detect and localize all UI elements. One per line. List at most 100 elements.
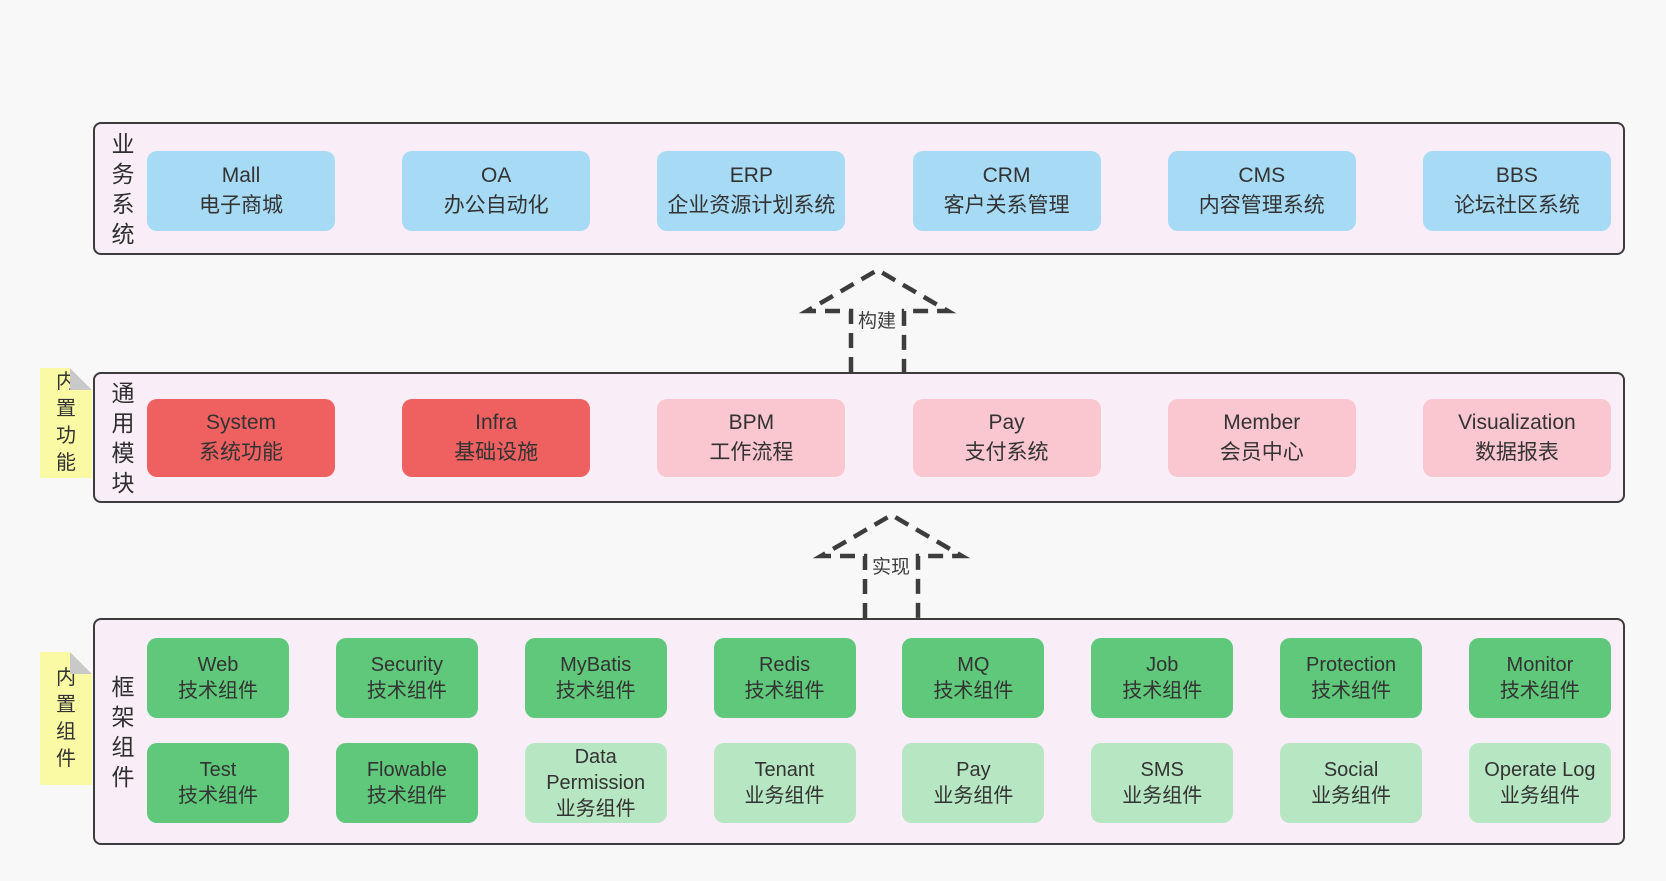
box-title: Mall <box>221 164 261 187</box>
box-erp: ERP 企业资源计划系统 <box>657 151 846 231</box>
box-subtitle: 技术组件 <box>1499 680 1580 702</box>
layer-label: 框 架 组 件 <box>111 673 135 790</box>
box-pay-biz: Pay 业务组件 <box>902 743 1045 823</box>
box-member: Member 会员中心 <box>1167 399 1356 477</box>
box-title: CRM <box>982 164 1031 187</box>
box-subtitle: 技术组件 <box>933 680 1014 702</box>
box-title: System <box>205 411 276 434</box>
box-title: Redis <box>758 654 811 676</box>
box-title: OA <box>481 164 512 187</box>
box-title: Job <box>1146 654 1179 676</box>
box-data-permission: Data Permission 业务组件 <box>524 743 667 823</box>
box-sms: SMS 业务组件 <box>1091 743 1234 823</box>
box-title: MyBatis <box>560 654 632 676</box>
box-title: Operate Log <box>1484 759 1596 781</box>
box-subtitle: 技术组件 <box>555 680 636 702</box>
box-protection: Protection 技术组件 <box>1280 638 1423 718</box>
box-tenant: Tenant 业务组件 <box>713 743 856 823</box>
sticky-note-text: 内 置 组 件 <box>56 666 76 770</box>
box-pay: Pay 支付系统 <box>912 399 1101 477</box>
layer-business-systems: 业 务 系 统 Mall 电子商城 OA 办公自动化 ERP 企业资源计划系统 … <box>93 122 1625 255</box>
box-subtitle: 基础设施 <box>454 441 539 464</box>
box-subtitle: 会员中心 <box>1219 441 1304 464</box>
box-social: Social 业务组件 <box>1280 743 1423 823</box>
box-mybatis: MyBatis 技术组件 <box>524 638 667 718</box>
box-operate-log: Operate Log 业务组件 <box>1468 743 1611 823</box>
box-title: MQ <box>957 654 990 676</box>
box-row: Web 技术组件 Security 技术组件 MyBatis 技术组件 Redi… <box>147 638 1611 718</box>
box-bpm: BPM 工作流程 <box>657 399 846 477</box>
box-subtitle: 技术组件 <box>744 680 825 702</box>
box-web: Web 技术组件 <box>147 638 289 718</box>
box-subtitle: 技术组件 <box>1122 680 1203 702</box>
box-title: Flowable <box>366 759 447 781</box>
box-title: Security <box>370 654 443 676</box>
layer-label: 通 用 模 块 <box>111 379 135 496</box>
box-flowable: Flowable 技术组件 <box>335 743 478 823</box>
sticky-note-builtin-components: 内 置 组 件 <box>40 652 92 785</box>
box-title: Protection <box>1306 654 1397 676</box>
box-security: Security 技术组件 <box>335 638 478 718</box>
box-oa: OA 办公自动化 <box>402 151 591 231</box>
box-title: Web <box>197 654 239 676</box>
box-subtitle: 电子商城 <box>199 194 283 217</box>
box-subtitle: 业务组件 <box>744 785 825 807</box>
build-arrow-icon <box>795 258 960 372</box>
box-subtitle: 业务组件 <box>933 785 1014 807</box>
box-subtitle: 技术组件 <box>178 680 258 702</box>
box-subtitle: 业务组件 <box>1311 785 1392 807</box>
box-system: System 系统功能 <box>147 399 335 477</box>
box-mq: MQ 技术组件 <box>902 638 1045 718</box>
box-title: SMS <box>1140 759 1184 781</box>
box-subtitle: 业务组件 <box>555 798 636 820</box>
box-subtitle: 支付系统 <box>964 441 1049 464</box>
box-title: Monitor <box>1506 654 1574 676</box>
box-title: Visualization <box>1458 411 1576 434</box>
build-arrow-label: 构建 <box>854 310 900 334</box>
box-title: CMS <box>1238 164 1286 187</box>
box-title: Infra <box>475 411 518 434</box>
box-title: Test <box>199 759 237 781</box>
box-title: BBS <box>1495 164 1538 187</box>
box-job: Job 技术组件 <box>1091 638 1234 718</box>
box-title: ERP <box>729 164 773 187</box>
box-title: Social <box>1323 759 1379 781</box>
box-subtitle: 技术组件 <box>366 680 447 702</box>
box-subtitle: 业务组件 <box>1499 785 1580 807</box>
box-title: Pay <box>956 759 991 781</box>
box-subtitle: 企业资源计划系统 <box>667 194 836 217</box>
box-row: Mall 电子商城 OA 办公自动化 ERP 企业资源计划系统 CRM 客户关系… <box>147 151 1611 231</box>
box-title: Member <box>1223 411 1301 434</box>
layer-label: 业 务 系 统 <box>111 130 135 247</box>
box-subtitle: 系统功能 <box>199 441 283 464</box>
layer-common-modules: 通 用 模 块 System 系统功能 Infra 基础设施 BPM 工作流程 … <box>93 372 1625 503</box>
box-subtitle: 办公自动化 <box>443 194 549 217</box>
box-subtitle: 技术组件 <box>1311 680 1392 702</box>
box-subtitle: 技术组件 <box>178 785 258 807</box>
box-visualization: Visualization 数据报表 <box>1422 399 1611 477</box>
box-subtitle: 内容管理系统 <box>1198 194 1325 217</box>
box-title: Pay <box>988 411 1025 434</box>
box-subtitle: 工作流程 <box>709 441 794 464</box>
box-subtitle: 客户关系管理 <box>943 194 1070 217</box>
box-subtitle: 技术组件 <box>366 785 447 807</box>
box-cms: CMS 内容管理系统 <box>1167 151 1356 231</box>
box-title: BPM <box>728 411 775 434</box>
folded-corner-icon <box>70 368 92 390</box>
box-infra: Infra 基础设施 <box>402 399 591 477</box>
box-subtitle: 业务组件 <box>1122 785 1203 807</box>
layer-framework-components: 框 架 组 件 Web 技术组件 Security 技术组件 MyBatis 技… <box>93 618 1625 845</box>
box-mall: Mall 电子商城 <box>147 151 335 231</box>
sticky-note-text: 内 置 功 能 <box>56 371 76 474</box>
box-crm: CRM 客户关系管理 <box>912 151 1101 231</box>
box-test: Test 技术组件 <box>147 743 289 823</box>
box-row: System 系统功能 Infra 基础设施 BPM 工作流程 Pay 支付系统… <box>147 399 1611 477</box>
sticky-note-builtin-features: 内 置 功 能 <box>40 368 92 478</box>
implement-arrow-icon <box>809 503 974 618</box>
box-subtitle: 论坛社区系统 <box>1453 194 1580 217</box>
box-title: Tenant <box>754 759 815 781</box>
box-row: Test 技术组件 Flowable 技术组件 Data Permission … <box>147 743 1611 823</box>
box-monitor: Monitor 技术组件 <box>1468 638 1611 718</box>
box-subtitle: 数据报表 <box>1474 441 1559 464</box>
folded-corner-icon <box>70 652 92 674</box>
